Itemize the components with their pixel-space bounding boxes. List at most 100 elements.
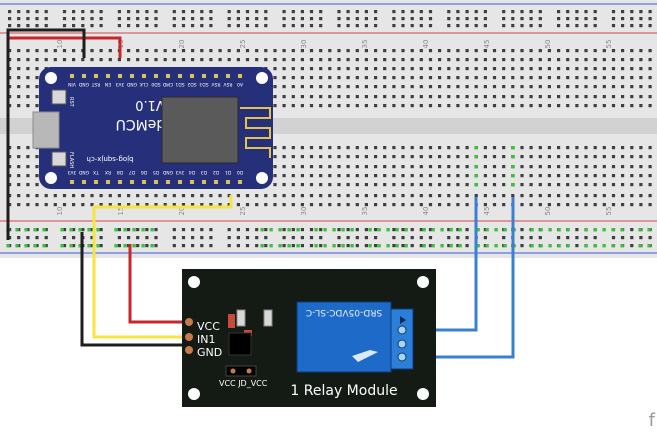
header-pin-label: D4 bbox=[189, 169, 195, 175]
breadboard-hole bbox=[511, 49, 515, 53]
breadboard-hole bbox=[639, 174, 643, 178]
column-label: 55 bbox=[605, 207, 613, 216]
breadboard-hole bbox=[273, 165, 277, 169]
breadboard-hole bbox=[44, 24, 48, 28]
breadboard-hole bbox=[566, 24, 570, 28]
pin-gnd[interactable] bbox=[185, 346, 193, 354]
breadboard-hole bbox=[557, 85, 561, 89]
breadboard-hole bbox=[593, 236, 597, 240]
breadboard-hole bbox=[99, 49, 103, 53]
breadboard-hole bbox=[529, 58, 533, 62]
breadboard-hole bbox=[410, 67, 414, 71]
breadboard-hole bbox=[62, 236, 67, 240]
breadboard-hole bbox=[630, 146, 634, 150]
header-pin-label: D3 bbox=[201, 169, 207, 175]
breadboard-hole bbox=[520, 165, 524, 169]
breadboard-hole bbox=[483, 17, 487, 21]
breadboard-hole bbox=[401, 85, 405, 89]
breadboard-hole bbox=[648, 174, 652, 178]
breadboard-hole bbox=[584, 85, 588, 89]
relay-part-label: SRD-05VDC-SL-C bbox=[306, 307, 382, 317]
breadboard-hole bbox=[492, 146, 497, 150]
breadboard-hole bbox=[255, 58, 259, 62]
breadboard-hole bbox=[209, 24, 213, 28]
breadboard-hole bbox=[465, 76, 469, 80]
breadboard-hole bbox=[566, 104, 570, 108]
breadboard-hole-connected bbox=[620, 228, 624, 232]
breadboard-hole bbox=[8, 24, 12, 28]
breadboard-hole bbox=[90, 244, 94, 248]
breadboard-hole-connected bbox=[278, 228, 282, 232]
breadboard-hole bbox=[291, 183, 295, 187]
breadboard-hole bbox=[502, 236, 506, 240]
breadboard-hole bbox=[227, 228, 231, 232]
breadboard-hole bbox=[383, 104, 387, 108]
header-pin-label: RST bbox=[91, 81, 100, 87]
breadboard-hole bbox=[374, 76, 378, 80]
breadboard-hole bbox=[401, 228, 405, 232]
breadboard-hole bbox=[566, 10, 570, 14]
breadboard-hole bbox=[557, 174, 561, 178]
flash-button[interactable] bbox=[51, 151, 67, 167]
breadboard-hole bbox=[337, 203, 341, 207]
breadboard-hole bbox=[547, 165, 551, 169]
breadboard-hole bbox=[374, 85, 378, 89]
breadboard-hole bbox=[145, 58, 149, 62]
breadboard-hole bbox=[648, 49, 652, 53]
breadboard-hole bbox=[639, 24, 643, 28]
breadboard-hole bbox=[17, 76, 21, 80]
breadboard-hole bbox=[392, 194, 396, 198]
breadboard-hole bbox=[337, 17, 341, 21]
breadboard-hole bbox=[529, 24, 533, 28]
breadboard-hole bbox=[300, 67, 304, 71]
breadboard-hole bbox=[502, 155, 506, 159]
breadboard-hole bbox=[566, 174, 570, 178]
pin-in1[interactable] bbox=[185, 333, 193, 341]
pin-vcc[interactable] bbox=[185, 318, 193, 326]
breadboard-hole bbox=[273, 95, 277, 99]
column-label: 50 bbox=[544, 40, 552, 49]
breadboard-hole bbox=[520, 24, 524, 28]
breadboard-hole bbox=[520, 203, 524, 207]
breadboard-hole bbox=[465, 67, 469, 71]
breadboard-hole bbox=[90, 194, 94, 198]
breadboard-hole bbox=[438, 165, 442, 169]
breadboard-hole bbox=[621, 183, 625, 187]
breadboard-hole bbox=[529, 10, 533, 14]
breadboard-hole bbox=[630, 58, 634, 62]
wire-black-gnd bbox=[80, 232, 193, 347]
breadboard-hole bbox=[648, 203, 652, 207]
breadboard-hole bbox=[191, 244, 195, 248]
breadboard-hole bbox=[428, 183, 433, 187]
rst-button-label: RST bbox=[68, 97, 74, 108]
breadboard-hole bbox=[26, 24, 30, 28]
breadboard-hole bbox=[8, 194, 12, 198]
breadboard-hole bbox=[227, 49, 231, 53]
breadboard-hole bbox=[291, 85, 295, 89]
breadboard-hole bbox=[309, 58, 314, 62]
breadboard-hole-connected bbox=[476, 228, 480, 232]
breadboard-hole bbox=[538, 24, 542, 28]
column-label: 30 bbox=[300, 40, 308, 49]
breadboard-hole-connected bbox=[458, 228, 462, 232]
header-pin bbox=[202, 180, 206, 184]
breadboard-hole bbox=[364, 24, 368, 28]
rst-button[interactable] bbox=[51, 89, 67, 105]
breadboard-hole bbox=[566, 183, 570, 187]
breadboard-hole bbox=[282, 146, 286, 150]
breadboard-hole-connected bbox=[260, 228, 264, 232]
breadboard-hole bbox=[145, 203, 149, 207]
wire-red-vcc bbox=[128, 244, 193, 324]
breadboard-hole bbox=[282, 49, 286, 53]
breadboard-hole bbox=[611, 85, 616, 89]
breadboard-hole bbox=[611, 203, 616, 207]
breadboard-hole bbox=[35, 95, 39, 99]
breadboard-hole bbox=[282, 67, 286, 71]
breadboard-hole bbox=[309, 76, 314, 80]
breadboard-hole bbox=[584, 95, 588, 99]
breadboard-hole bbox=[355, 49, 359, 53]
breadboard-hole bbox=[300, 10, 304, 14]
breadboard-hole bbox=[428, 67, 433, 71]
breadboard-hole bbox=[17, 194, 21, 198]
breadboard-hole bbox=[419, 67, 423, 71]
